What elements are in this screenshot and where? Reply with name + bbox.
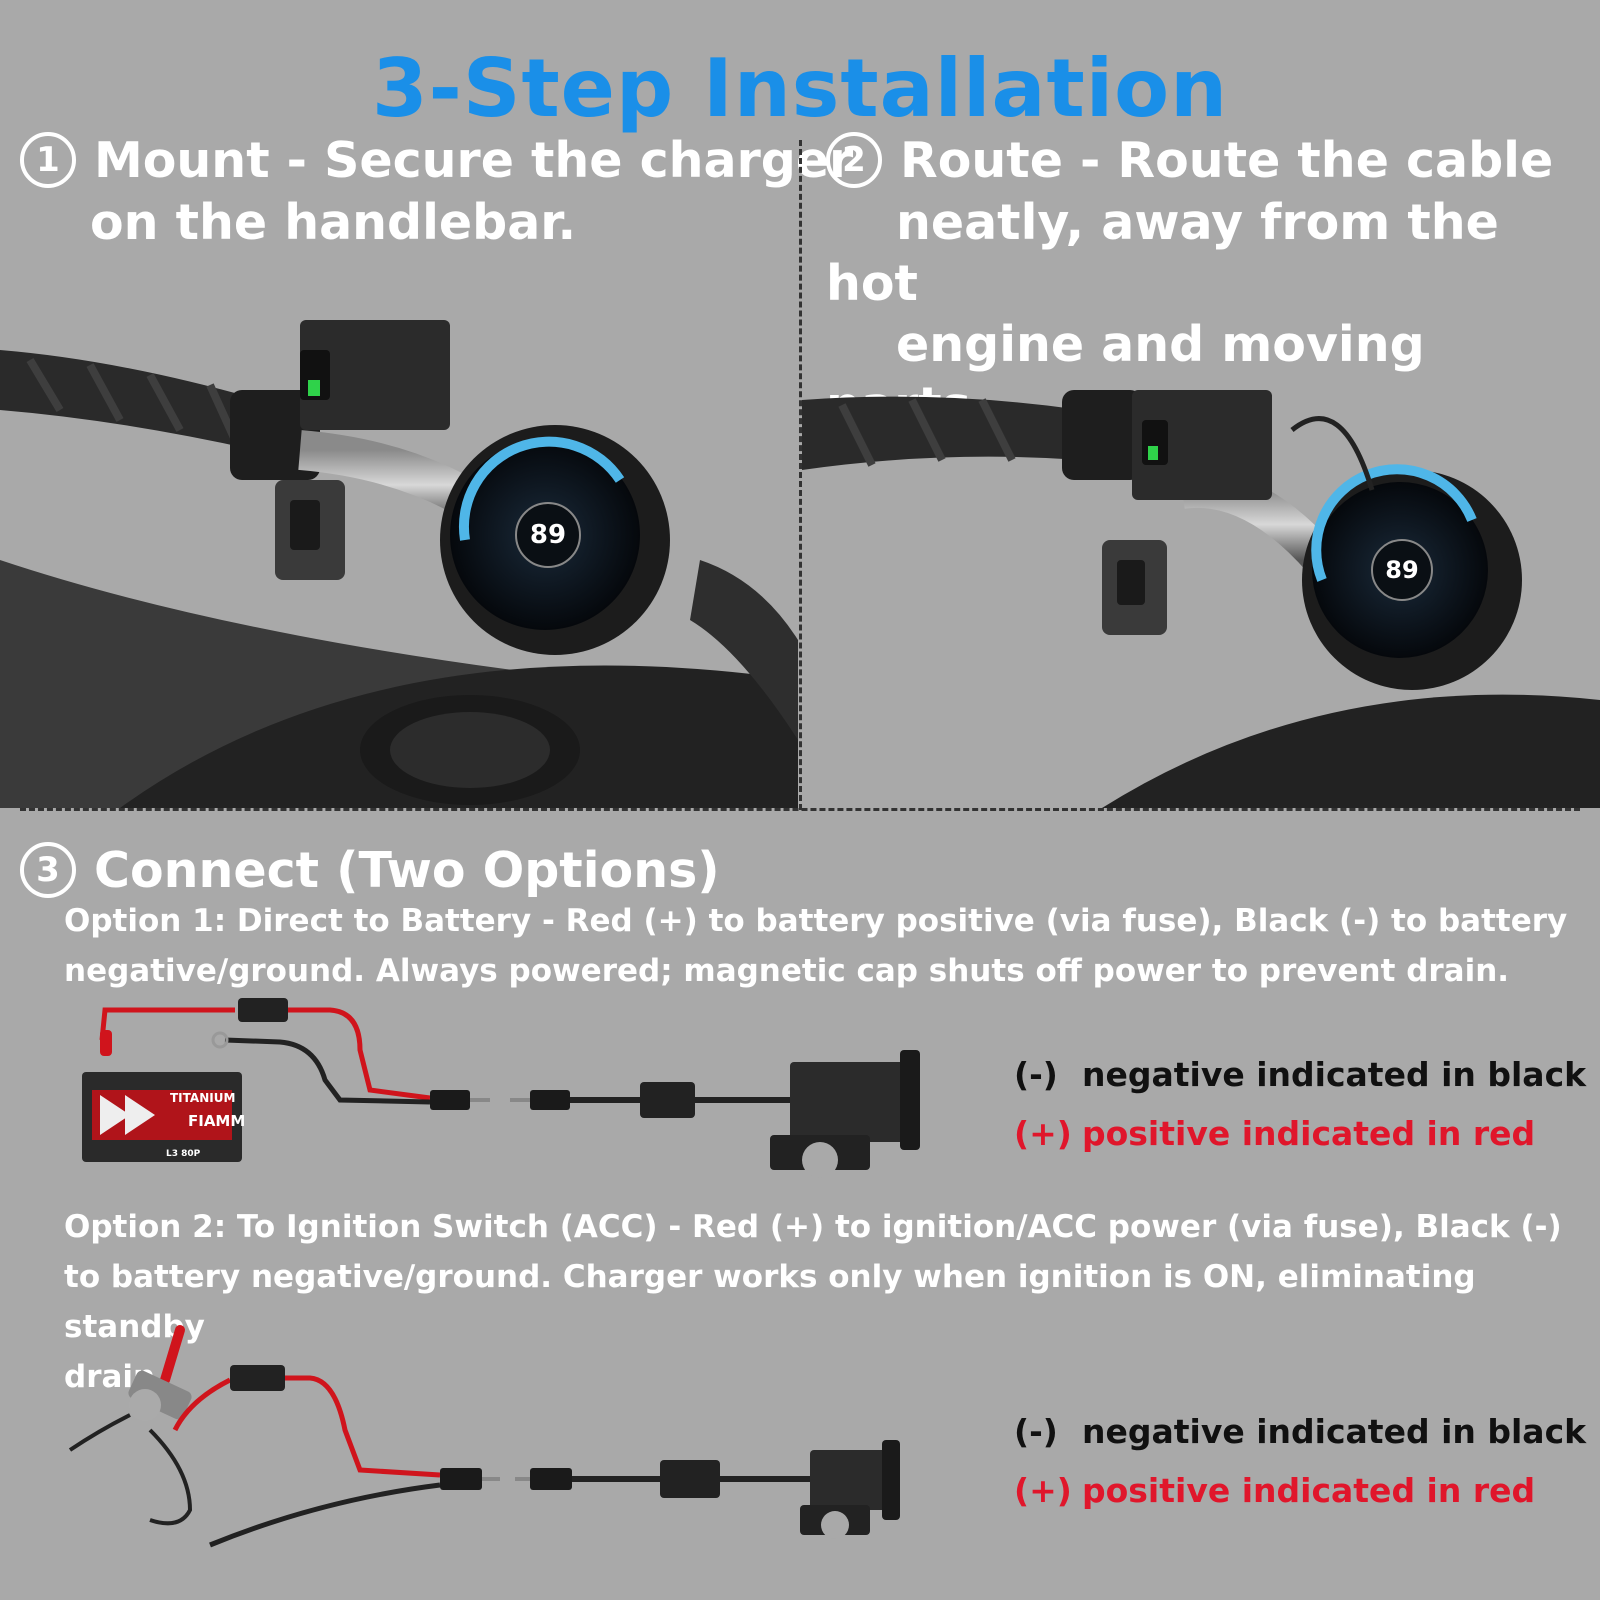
step-3-heading: 3 Connect (Two Options) (20, 840, 720, 902)
acc-terminal (160, 1325, 185, 1385)
step-3-title: Connect (Two Options) (94, 842, 720, 899)
pos-text-1: positive indicated in red (1082, 1114, 1536, 1153)
legend-positive-2: (+) positive indicated in red (1014, 1471, 1586, 1530)
ignition-switch (128, 1370, 192, 1420)
step-1-number: 1 (20, 131, 76, 188)
fuse-holder (238, 998, 288, 1022)
fuse-holder-2 (230, 1365, 285, 1391)
vertical-divider (799, 140, 802, 810)
step-1-line1: Mount - Secure the charger (94, 132, 854, 189)
gauge-speed: 89 (530, 520, 566, 550)
gauge-speed-2: 89 (1385, 556, 1418, 584)
option-2-line1: Option 2: To Ignition Switch (ACC) - Red… (64, 1209, 1562, 1245)
horizontal-divider (20, 808, 1580, 811)
step-1-photo: 89 (0, 320, 798, 808)
step-1-line2: on the handlebar. (90, 193, 577, 251)
legend-negative-2: (-) negative indicated in black (1014, 1412, 1586, 1471)
battery-model: TITANIUM (170, 1091, 235, 1105)
legend-positive-1: (+) positive indicated in red (1014, 1114, 1586, 1173)
step-2-line1: Route - Route the cable (900, 132, 1554, 189)
step-1-heading: 1 Mount - Secure the charger on the handl… (20, 130, 853, 253)
step-2-number: 2 (826, 131, 882, 188)
charger-unit (790, 1062, 910, 1142)
pos-symbol-2: (+) (1014, 1471, 1072, 1510)
step-3-number: 3 (20, 841, 76, 898)
option-1-line2: negative/ground. Always powered; magneti… (64, 953, 1510, 989)
pos-text-2: positive indicated in red (1082, 1471, 1536, 1510)
neg-symbol-1: (-) (1014, 1055, 1058, 1094)
page-title: 3-Step Installation (371, 42, 1229, 135)
step-2-photo: 89 (802, 390, 1600, 808)
inline-module (640, 1082, 695, 1118)
battery-code: L3 80P (166, 1149, 201, 1159)
legend-negative-1: (-) negative indicated in black (1014, 1055, 1586, 1114)
option-2-wiring-diagram (68, 1325, 900, 1548)
option-2-legend: (-) negative indicated in black (+) positi… (1014, 1412, 1586, 1530)
option-1-line1: Option 1: Direct to Battery - Red (+) to… (64, 903, 1568, 939)
neg-symbol-2: (-) (1014, 1412, 1058, 1451)
neg-text-1: negative indicated in black (1082, 1055, 1587, 1094)
battery-brand: FIAMM (188, 1112, 245, 1130)
charger-body (300, 320, 450, 430)
option-1-legend: (-) negative indicated in black (+) positi… (1014, 1055, 1586, 1173)
option-1-wiring-diagram: TITANIUM FIAMM L3 80P (82, 998, 920, 1178)
pos-symbol-1: (+) (1014, 1114, 1072, 1153)
neg-text-2: negative indicated in black (1082, 1412, 1587, 1451)
sae-connector (430, 1090, 470, 1110)
option-2-text: Option 2: To Ignition Switch (ACC) - Red… (64, 1202, 1600, 1402)
option-1-text: Option 1: Direct to Battery - Red (+) to… (64, 896, 1567, 996)
step-2-line2: neatly, away from the hot (826, 193, 1499, 312)
